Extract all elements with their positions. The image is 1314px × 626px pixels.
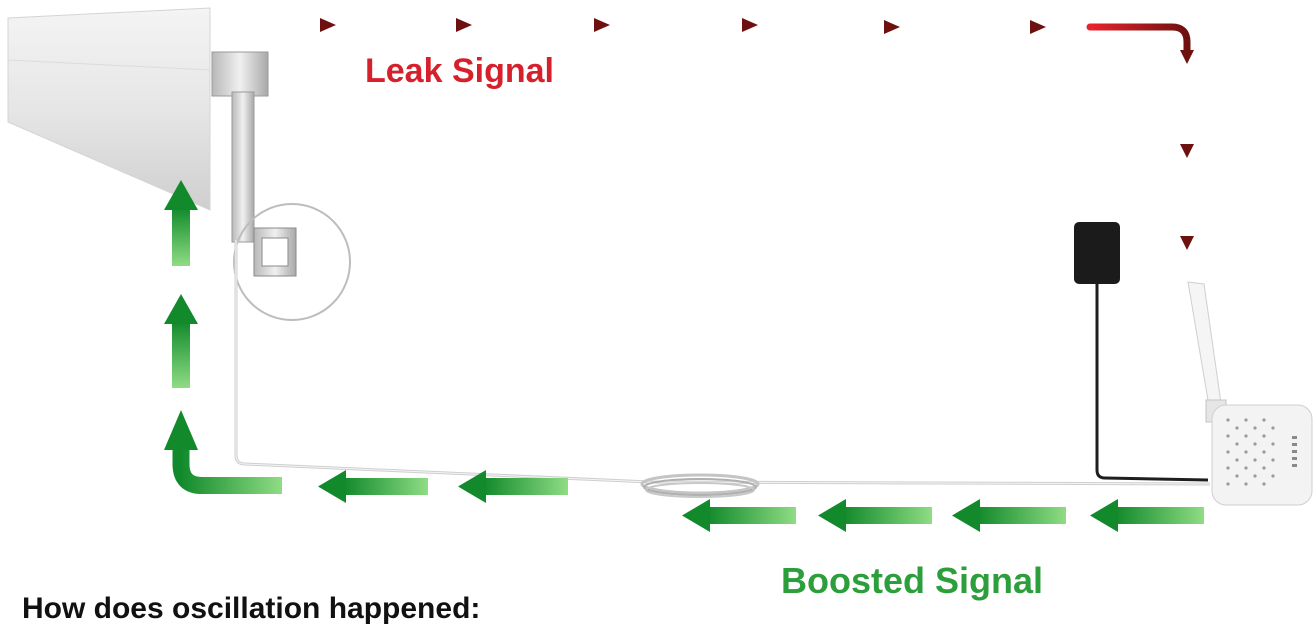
leak-signal-path [224,18,1194,250]
coax-coil-icon [640,473,760,498]
booster-vent-holes [1226,418,1275,486]
power-adapter-icon [1074,222,1120,284]
leak-arrow [934,20,1046,34]
boosted-arrow [164,180,198,266]
signal-booster-icon [1211,404,1313,506]
booster-leds [1292,436,1297,467]
leak-arrow [788,20,900,34]
boosted-arrow [1090,499,1204,532]
boosted-signal-label: Boosted Signal [781,560,1044,601]
boosted-arrow [818,499,932,532]
boosted-arrow-corner [164,410,282,494]
whip-antenna-icon [1187,281,1223,413]
outdoor-antenna [7,7,351,321]
boosted-arrow [318,470,428,503]
oscillation-diagram [7,7,1313,532]
boosted-signal-path [164,180,1204,532]
boosted-arrow [682,499,796,532]
oscillation-question-heading: How does oscillation happened: [22,592,481,625]
leak-arrow [224,18,336,32]
coax-cable [234,240,1211,486]
leak-arrow [360,18,472,32]
leak-signal-label: Leak Signal [365,52,554,90]
boosted-arrow [952,499,1066,532]
indoor-equipment [1074,222,1313,506]
mount-bracket [211,51,269,97]
clamp-detail-circle [233,203,351,321]
leak-arrow-corner [1086,23,1194,64]
mount-pole [231,91,255,243]
yagi-antenna-icon [7,7,211,211]
leak-arrow [1180,72,1194,158]
boosted-arrow [164,294,198,388]
power-cable [1095,284,1209,482]
boosted-arrow [458,470,568,503]
leak-arrow [1180,168,1194,250]
leak-arrow [646,18,758,32]
leak-arrow [498,18,610,32]
